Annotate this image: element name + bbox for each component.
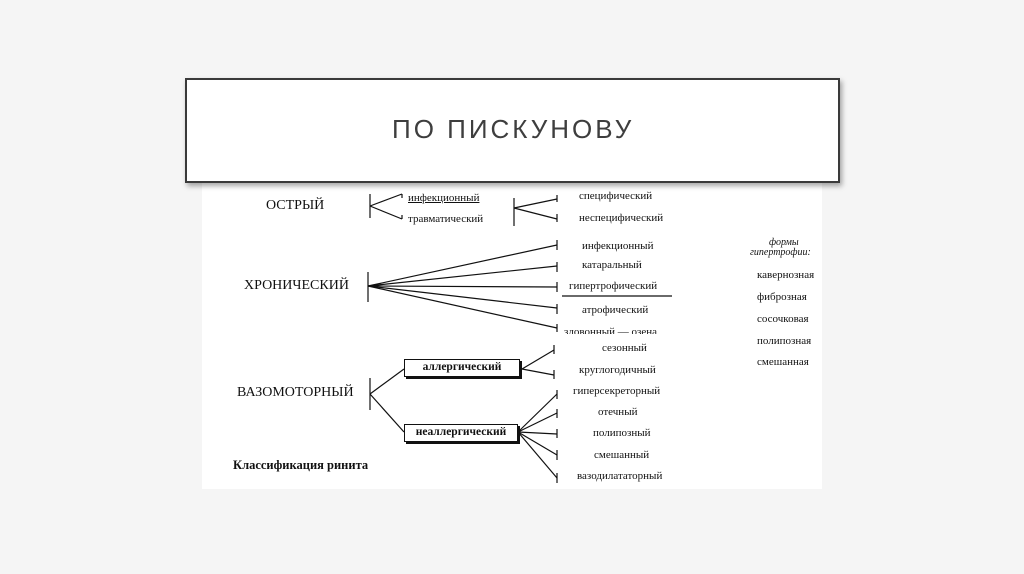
acute-type-infectious: инфекционный xyxy=(408,192,480,204)
acute-subtype-specific: специфический xyxy=(579,190,653,202)
hypertrophy-forms-heading-2: гипертрофии: xyxy=(750,247,811,258)
vasomotor-label: ВАЗОМОТОРНЫЙ xyxy=(237,385,354,400)
chronic-type-catarrhal: катаральный xyxy=(582,259,642,271)
nonallergic-type-mixed: смешанный xyxy=(594,449,650,461)
hypertrophy-form-cavernous: кавернозная xyxy=(757,269,815,281)
acute-label: ОСТРЫЙ xyxy=(266,198,325,213)
chronic-label: ХРОНИЧЕСКИЙ xyxy=(244,278,349,293)
allergic-type-seasonal: сезонный xyxy=(602,342,647,354)
allergic-type-perennial: круглогодичный xyxy=(579,364,656,376)
slide-title-box: ПО ПИСКУНОВУ xyxy=(185,78,840,183)
hypertrophy-form-fibrous: фиброзная xyxy=(757,291,807,303)
hypertrophy-form-polypous: полипозная xyxy=(757,335,812,347)
chronic-type-infectious: инфекционный xyxy=(582,240,654,252)
acute-type-traumatic: травматический xyxy=(408,213,484,225)
nonallergic-type-edematous: отечный xyxy=(598,406,638,418)
chronic-type-atrophic: атрофический xyxy=(582,304,649,316)
chronic-type-hypertrophic: гипертрофический xyxy=(569,280,658,292)
hypertrophy-form-papillary: сосочковая xyxy=(757,313,809,325)
rhinitis-classification-diagram: ОСТРЫЙ инфекционный травматический специ… xyxy=(202,178,822,489)
nonallergic-type-vasodilatory: вазодилататорный xyxy=(577,470,663,482)
chronic-type-ozena: зловонный — озена xyxy=(564,327,658,334)
hypertrophy-forms-heading-1: формы xyxy=(769,237,799,248)
nonallergic-type-polypous: полипозный xyxy=(593,427,651,439)
connector-lines xyxy=(367,193,672,483)
nonallergic-type-hypersecretory: гиперсекреторный xyxy=(573,385,661,397)
hypertrophy-form-mixed: смешанная xyxy=(757,356,809,368)
nonallergic-box: неаллергический xyxy=(404,424,518,442)
acute-subtype-nonspecific: неспецифический xyxy=(579,212,664,224)
slide-title: ПО ПИСКУНОВУ xyxy=(392,114,635,144)
allergic-box: аллергический xyxy=(404,359,520,377)
diagram-caption: Классификация ринита xyxy=(233,458,369,472)
